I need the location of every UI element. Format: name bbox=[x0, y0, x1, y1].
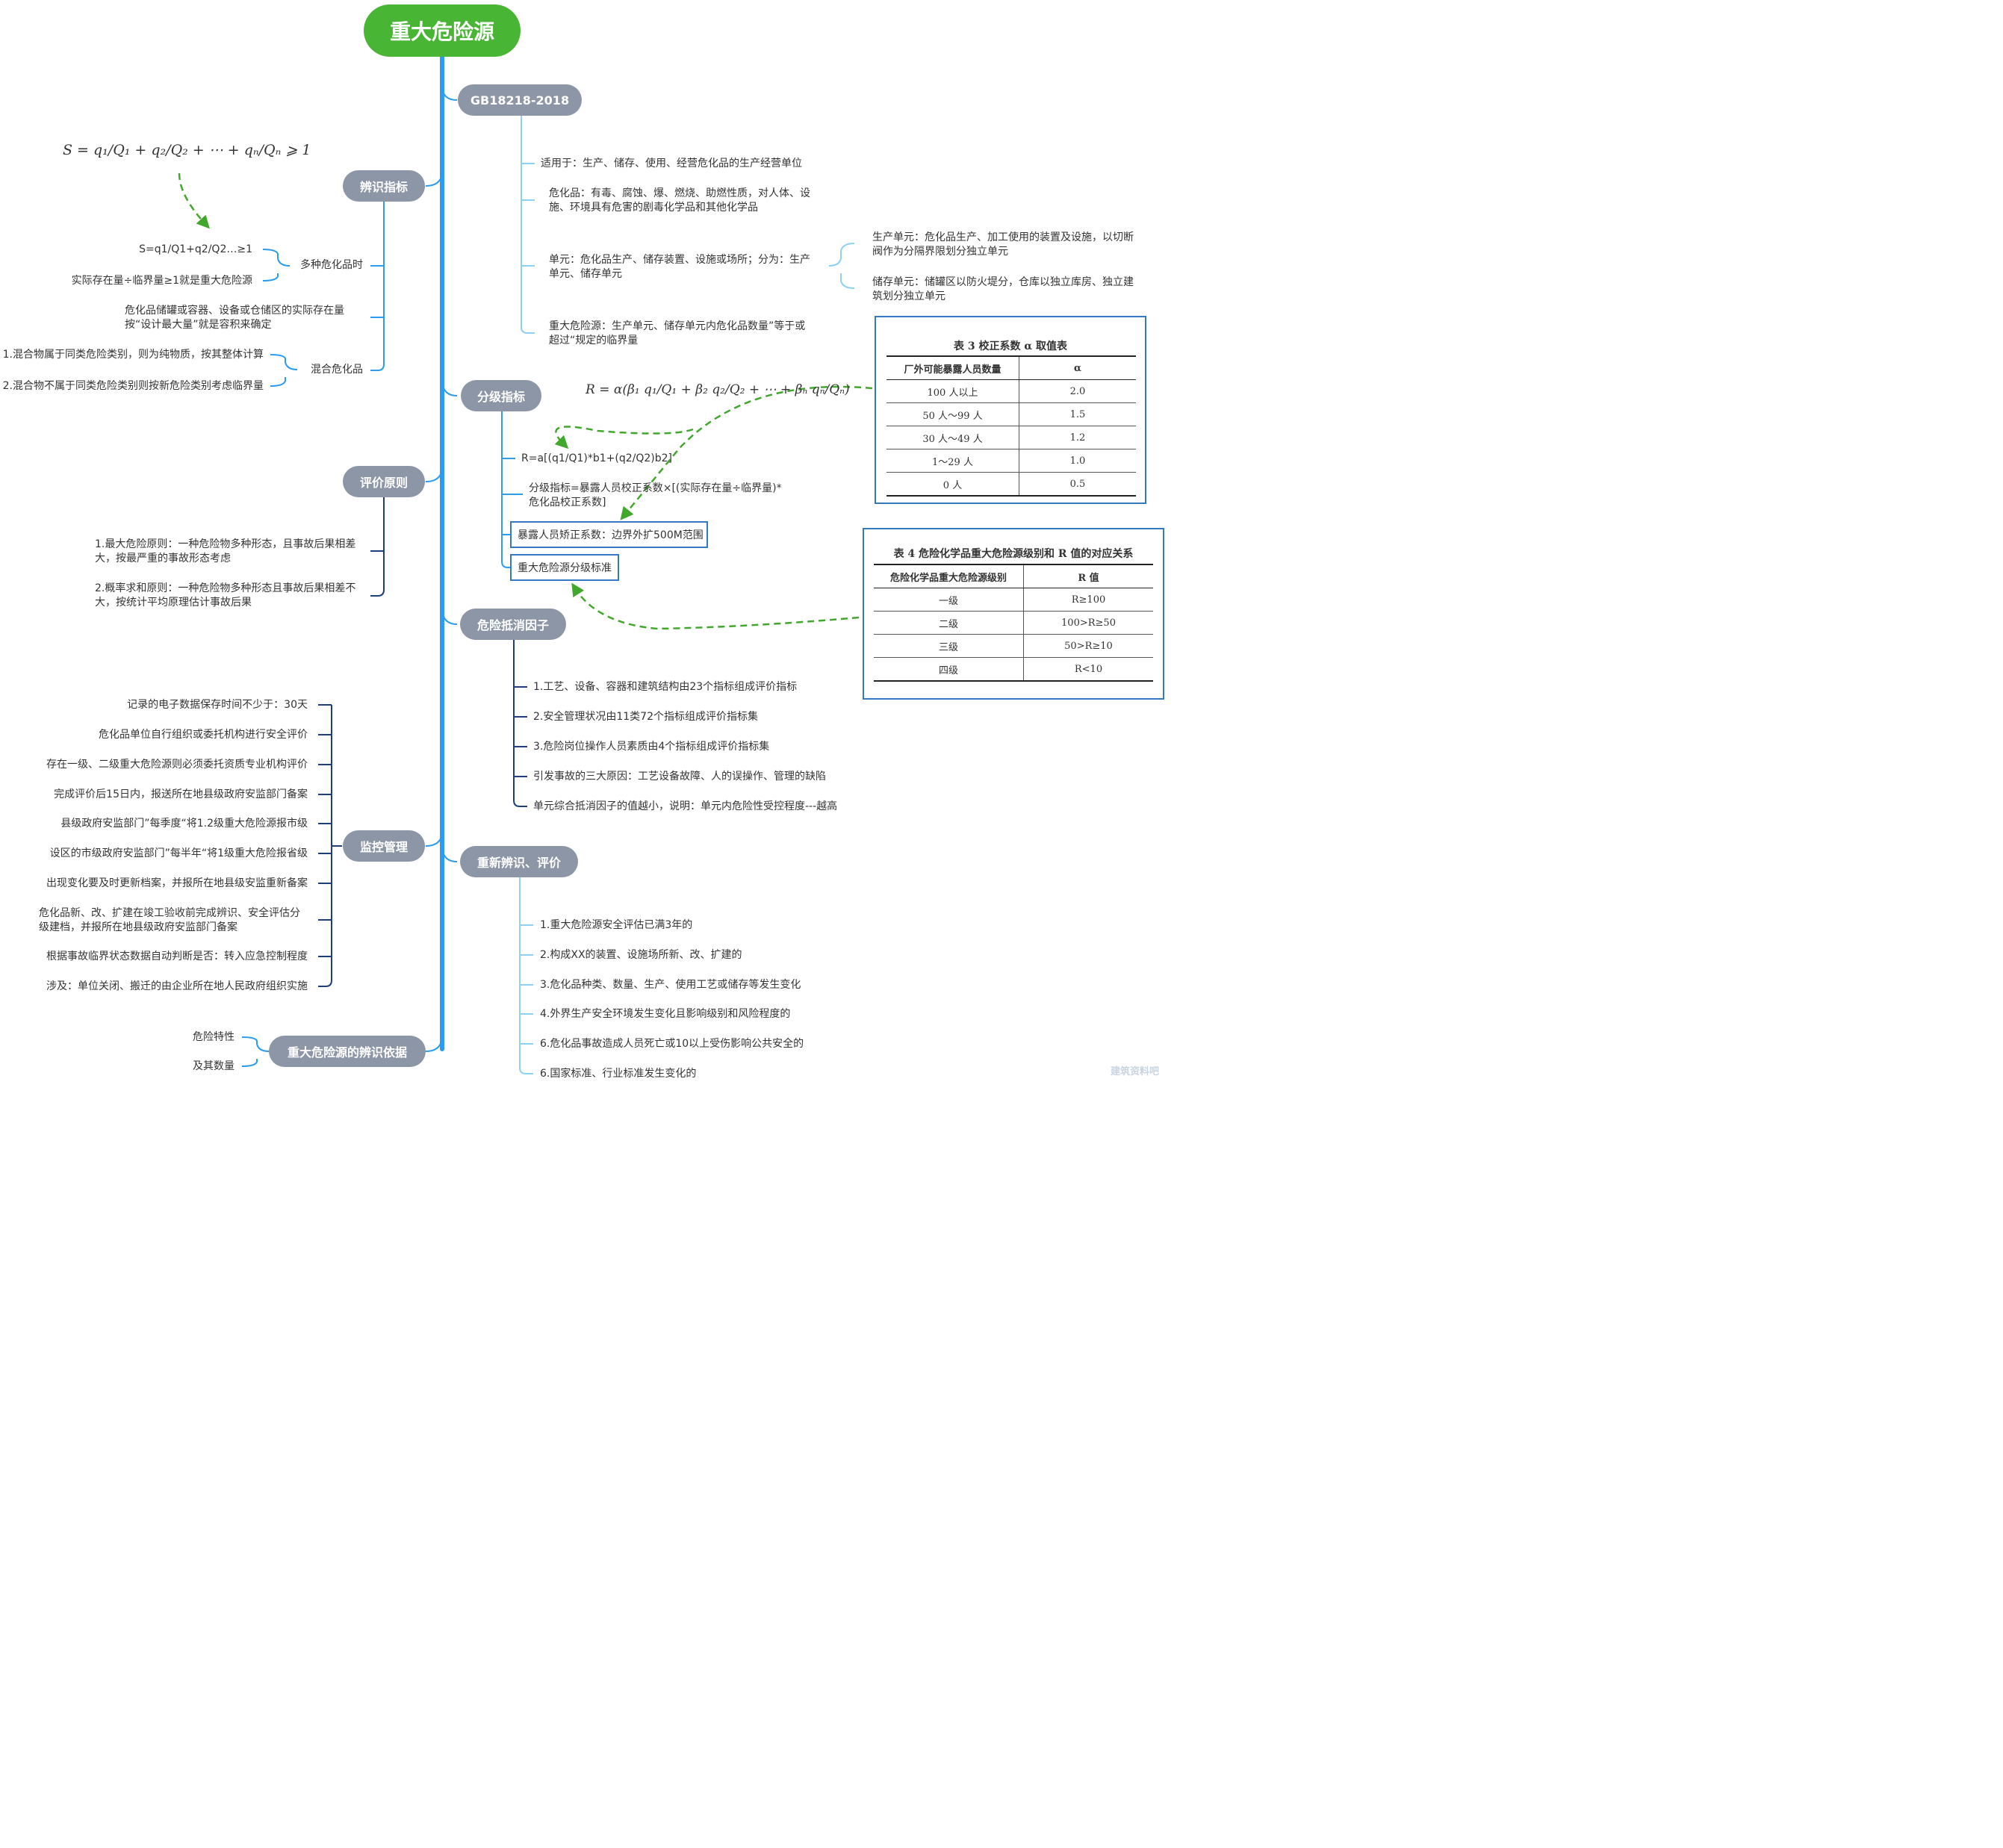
table4-cell: 一级 bbox=[874, 588, 1024, 612]
reident-item-4: 4.外界生产安全环境发生变化且影响级别和风险程度的 bbox=[540, 1008, 791, 1020]
offset-item-4: 引发事故的三大原因：工艺设备故障、人的误操作、管理的缺陷 bbox=[533, 771, 826, 783]
gb-item-major-source: 重大危险源：生产单元、储存单元内危化品数量”等于或超过“规定的临界量 bbox=[549, 320, 806, 346]
table3-header-1: 厂外可能暴露人员数量 bbox=[886, 355, 1019, 380]
offset-item-3: 3.危险岗位操作人员素质由4个指标组成评价指标集 bbox=[533, 741, 770, 753]
identify-multi-label: 多种危化品时 bbox=[300, 259, 363, 271]
table4-header-1: 危险化学品重大危险源级别 bbox=[874, 564, 1024, 588]
reident-item-5: 6.危化品事故造成人员死亡或10以上受伤影响公共安全的 bbox=[540, 1038, 804, 1050]
table3-cell: 0.5 bbox=[1019, 472, 1136, 497]
node-grading[interactable]: 分级指标 bbox=[461, 380, 541, 411]
gb-item-unit: 单元：危化品生产、储存装置、设施或场所；分为：生产单元、储存单元 bbox=[549, 254, 810, 280]
table4-cell: R<10 bbox=[1023, 657, 1153, 682]
table3-cell: 30 人～49 人 bbox=[886, 426, 1019, 449]
node-evaluate[interactable]: 评价原则 bbox=[343, 466, 425, 497]
monitor-item-5: 县级政府安监部门”每季度“将1.2级重大危险源报市级 bbox=[60, 818, 308, 830]
identify-formula: S = q₁/Q₁ + q₂/Q₂ + ⋯ + qₙ/Qₙ ⩾ 1 bbox=[63, 142, 311, 158]
identify-mixed-label: 混合危化品 bbox=[311, 364, 363, 376]
grading-item-standard[interactable]: 重大危险源分级标准 bbox=[510, 554, 619, 581]
watermark: 建筑资料吧 bbox=[1110, 1066, 1159, 1077]
grading-item-exposure[interactable]: 暴露人员矫正系数：边界外扩500M范围 bbox=[510, 521, 708, 548]
table4-cell: 二级 bbox=[874, 611, 1024, 635]
monitor-item-10: 涉及：单位关闭、搬迁的由企业所在地人民政府组织实施 bbox=[46, 980, 308, 992]
table4-caption: 表 4 危险化学品重大危险源级别和 R 值的对应关系 bbox=[893, 548, 1134, 560]
monitor-item-2: 危化品单位自行组织或委托机构进行安全评价 bbox=[99, 729, 308, 741]
identify-mixed-item-1: 1.混合物属于同类危险类别，则为纯物质，按其整体计算 bbox=[2, 349, 264, 361]
table4-cell: 四级 bbox=[874, 657, 1024, 682]
unit-sub-storage: 储存单元：储罐区以防火堤分，仓库以独立库房、独立建筑划分独立单元 bbox=[872, 276, 1134, 302]
node-identify[interactable]: 辨识指标 bbox=[343, 170, 425, 202]
table3-cell: 1～29 人 bbox=[886, 449, 1019, 473]
identify-multi-item-1: S=q1/Q1+q2/Q2…≥1 bbox=[139, 243, 252, 255]
evaluate-item-2: 2.概率求和原则：一种危险物多种形态且事故后果相差不大，按统计平均原理估计事故后… bbox=[95, 582, 356, 609]
reident-item-6: 6.国家标准、行业标准发生变化的 bbox=[540, 1068, 697, 1080]
table3-cell: 50 人～99 人 bbox=[886, 402, 1019, 426]
table3-header-2: α bbox=[1019, 355, 1136, 380]
monitor-item-9: 根据事故临界状态数据自动判断是否：转入应急控制程度 bbox=[46, 951, 308, 962]
table4-cell: R≥100 bbox=[1023, 588, 1153, 612]
table4-cell: 三级 bbox=[874, 634, 1024, 658]
identify-tank-note: 危化品储罐或容器、设备或仓储区的实际存在量按“设计最大量”就是容积来确定 bbox=[125, 305, 344, 331]
table3-cell: 2.0 bbox=[1019, 379, 1136, 403]
node-monitor[interactable]: 监控管理 bbox=[343, 830, 425, 862]
node-gb18218[interactable]: GB18218-2018 bbox=[458, 84, 582, 116]
monitor-item-1: 记录的电子数据保存时间不少于：30天 bbox=[127, 699, 308, 711]
gb-item-hazchem: 危化品：有毒、腐蚀、爆、燃烧、助燃性质，对人体、设施、环境具有危害的剧毒化学品和… bbox=[549, 187, 810, 214]
table3-cell: 1.0 bbox=[1019, 449, 1136, 473]
table3-cell: 1.5 bbox=[1019, 402, 1136, 426]
table4-cell: 50>R≥10 bbox=[1023, 634, 1153, 658]
monitor-item-7: 出现变化要及时更新档案，并报所在地县级安监重新备案 bbox=[46, 877, 308, 889]
grading-formula: R = α(β₁ q₁/Q₁ + β₂ q₂/Q₂ + ⋯ + βₙ qₙ/Qₙ… bbox=[586, 382, 850, 397]
table3-cell: 1.2 bbox=[1019, 426, 1136, 449]
table3-caption: 表 3 校正系数 α 取值表 bbox=[953, 340, 1067, 352]
table3-cell: 100 人以上 bbox=[886, 379, 1019, 403]
offset-item-1: 1.工艺、设备、容器和建筑结构由23个指标组成评价指标 bbox=[533, 681, 798, 693]
offset-item-5: 单元综合抵消因子的值越小，说明：单元内危险性受控程度---越高 bbox=[533, 800, 838, 812]
identify-multi-item-2: 实际存在量÷临界量≥1就是重大危险源 bbox=[71, 275, 252, 287]
table4-cell: 100>R≥50 bbox=[1023, 611, 1153, 635]
unit-sub-production: 生产单元：危化品生产、加工使用的装置及设施，以切断阀作为分隔界限划分独立单元 bbox=[872, 231, 1134, 258]
basis-item-1: 危险特性 bbox=[193, 1031, 235, 1043]
monitor-item-8: 危化品新、改、扩建在竣工验收前完成辨识、安全评估分级建档，并报所在地县级政府安监… bbox=[39, 907, 300, 933]
gb-item-scope: 适用于：生产、储存、使用、经营危化品的生产经营单位 bbox=[541, 158, 802, 169]
monitor-item-3: 存在一级、二级重大危险源则必须委托资质专业机构评价 bbox=[46, 759, 308, 771]
reident-item-3: 3.危化品种类、数量、生产、使用工艺或储存等发生变化 bbox=[540, 979, 801, 991]
identify-mixed-item-2: 2.混合物不属于同类危险类别则按新危险类别考虑临界量 bbox=[2, 380, 264, 392]
root-node[interactable]: 重大危险源 bbox=[364, 4, 521, 57]
connector-lines bbox=[178, 55, 873, 1074]
table3-cell: 0 人 bbox=[886, 472, 1019, 497]
offset-item-2: 2.安全管理状况由11类72个指标组成评价指标集 bbox=[533, 711, 758, 723]
node-offset-factor[interactable]: 危险抵消因子 bbox=[460, 609, 566, 640]
node-basis[interactable]: 重大危险源的辨识依据 bbox=[269, 1036, 426, 1067]
monitor-item-6: 设区的市级政府安监部门”每半年“将1级重大危险报省级 bbox=[49, 847, 308, 859]
basis-item-2: 及其数量 bbox=[193, 1060, 235, 1072]
reident-item-2: 2.构成XX的装置、设施场所新、改、扩建的 bbox=[540, 949, 742, 961]
reident-item-1: 1.重大危险源安全评估已满3年的 bbox=[540, 919, 693, 931]
grading-item-simple-formula: R=a[(q1/Q1)*b1+(q2/Q2)b2] bbox=[521, 452, 673, 464]
node-reidentify[interactable]: 重新辨识、评价 bbox=[460, 846, 578, 877]
evaluate-item-1: 1.最大危险原则：一种危险物多种形态，且事故后果相差大，按最严重的事故形态考虑 bbox=[95, 538, 356, 564]
table4-header-2: R 值 bbox=[1023, 564, 1153, 588]
monitor-item-4: 完成评价后15日内，报送所在地县级政府安监部门备案 bbox=[54, 788, 308, 800]
grading-item-definition: 分级指标=暴露人员校正系数×[(实际存在量÷临界量)*危化品校正系数] bbox=[529, 482, 782, 508]
